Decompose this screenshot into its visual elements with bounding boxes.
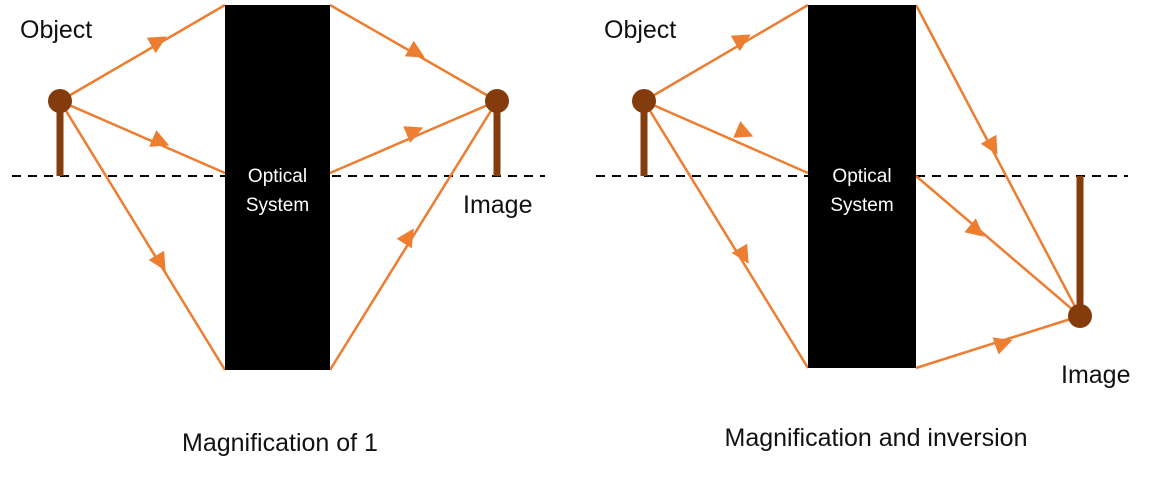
optical-system-box: [225, 5, 330, 370]
ray-arrow-icon: [730, 121, 754, 138]
ray-group: [642, 3, 1082, 370]
optical-system-label: Optical: [832, 166, 891, 187]
ray-arrows: [728, 34, 1013, 355]
image-label: Image: [1061, 361, 1130, 389]
ray-arrow-icon: [731, 240, 749, 264]
object-label: Object: [604, 16, 676, 44]
object-label: Object: [20, 16, 92, 44]
ray-arrow-icon: [980, 132, 998, 155]
ray-segment: [914, 4, 1082, 317]
ray-segment: [643, 99, 809, 175]
image-marker-inverted: [1068, 176, 1092, 328]
ray-segment: [58, 100, 227, 371]
optical-system-label: System: [830, 195, 893, 216]
ray-segment: [915, 175, 1081, 317]
ray-arrow-icon: [400, 126, 424, 143]
optical-system-box: [808, 5, 916, 368]
ray-group: [58, 3, 499, 371]
image-marker: [485, 89, 509, 176]
ray-segment: [59, 3, 226, 103]
ray-arrow-icon: [402, 40, 425, 58]
panel-magnification-of-1: Optical System Object Image Magnificatio…: [12, 3, 545, 457]
ray-segment: [643, 3, 809, 103]
ray-segment: [642, 100, 810, 369]
ray-arrow-icon: [148, 247, 166, 271]
optical-system-label: Optical: [248, 166, 307, 187]
ray-segment: [915, 314, 1081, 370]
object-marker: [632, 89, 656, 176]
object-marker: [48, 89, 72, 176]
ray-arrow-icon: [144, 36, 167, 54]
panel-magnification-and-inversion: Optical System Object Image Magnificatio…: [596, 3, 1130, 452]
panel-caption: Magnification and inversion: [725, 424, 1028, 452]
ray-arrows: [144, 36, 425, 271]
ray-segment: [329, 99, 498, 175]
ray-arrow-icon: [728, 34, 751, 52]
ray-segment: [59, 99, 226, 175]
ray-arrow-icon: [396, 228, 414, 251]
image-label: Image: [463, 191, 532, 219]
ray-arrow-icon: [146, 130, 170, 147]
ray-segment: [328, 100, 499, 371]
ray-arrow-icon: [989, 337, 1013, 355]
ray-segment: [329, 3, 498, 103]
optical-system-label: System: [246, 195, 309, 216]
ray-arrow-icon: [964, 218, 984, 237]
panel-caption: Magnification of 1: [182, 429, 378, 457]
